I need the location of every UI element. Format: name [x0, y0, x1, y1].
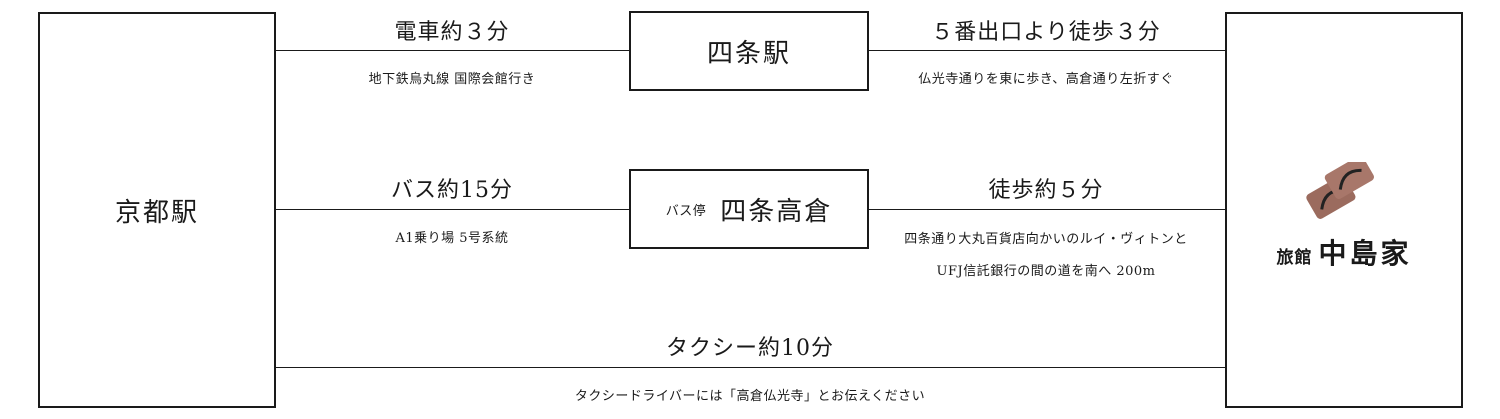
- kyoto-station-box: 京都駅: [38, 12, 276, 408]
- taxi-line: [276, 367, 1225, 368]
- geta-sandals-icon: [1306, 162, 1374, 219]
- train-leg2-note: 仏光寺通りを東に歩き、高倉通り左折すぐ: [918, 72, 1174, 87]
- inn-name: 中島家: [1318, 237, 1412, 270]
- bus-leg1-line: [276, 209, 629, 210]
- bus-leg1-note: A1乗り場 5号系統: [395, 231, 509, 246]
- train-leg1-note: 地下鉄烏丸線 国際会館行き: [368, 72, 536, 87]
- inn-subname: 旅館: [1276, 248, 1313, 268]
- shijo-station-label: 四条駅: [706, 38, 791, 69]
- train-leg2-label: ５番出口より徒歩３分: [931, 20, 1161, 45]
- bus-leg1-label: バス約15分: [391, 178, 513, 203]
- bus-leg2-note-line2: UFJ信託銀行の間の道を南へ 200m: [936, 264, 1156, 279]
- train-leg1-label: 電車約３分: [394, 20, 510, 45]
- bus-stop-prefix: バス停: [665, 203, 707, 219]
- bus-stop-label: 四条高倉: [720, 196, 833, 227]
- bus-leg2-note-line1: 四条通り大丸百貨店向かいのルイ・ヴィトンと: [904, 232, 1188, 247]
- origin-station-label: 京都駅: [114, 197, 199, 228]
- inn-logo: 旅館 中島家: [1227, 162, 1461, 272]
- train-leg1-line: [276, 50, 629, 51]
- taxi-note: タクシードライバーには「高倉仏光寺」とお伝えください: [574, 389, 926, 404]
- inn-box: 旅館 中島家: [1225, 12, 1463, 408]
- shijo-takakura-bus-stop-box: バス停 四条高倉: [629, 169, 869, 249]
- bus-leg2-line: [869, 209, 1225, 210]
- bus-leg2-label: 徒歩約５分: [988, 178, 1104, 203]
- shijo-station-box: 四条駅: [629, 11, 869, 91]
- taxi-label: タクシー約10分: [666, 336, 834, 361]
- train-leg2-line: [869, 50, 1225, 51]
